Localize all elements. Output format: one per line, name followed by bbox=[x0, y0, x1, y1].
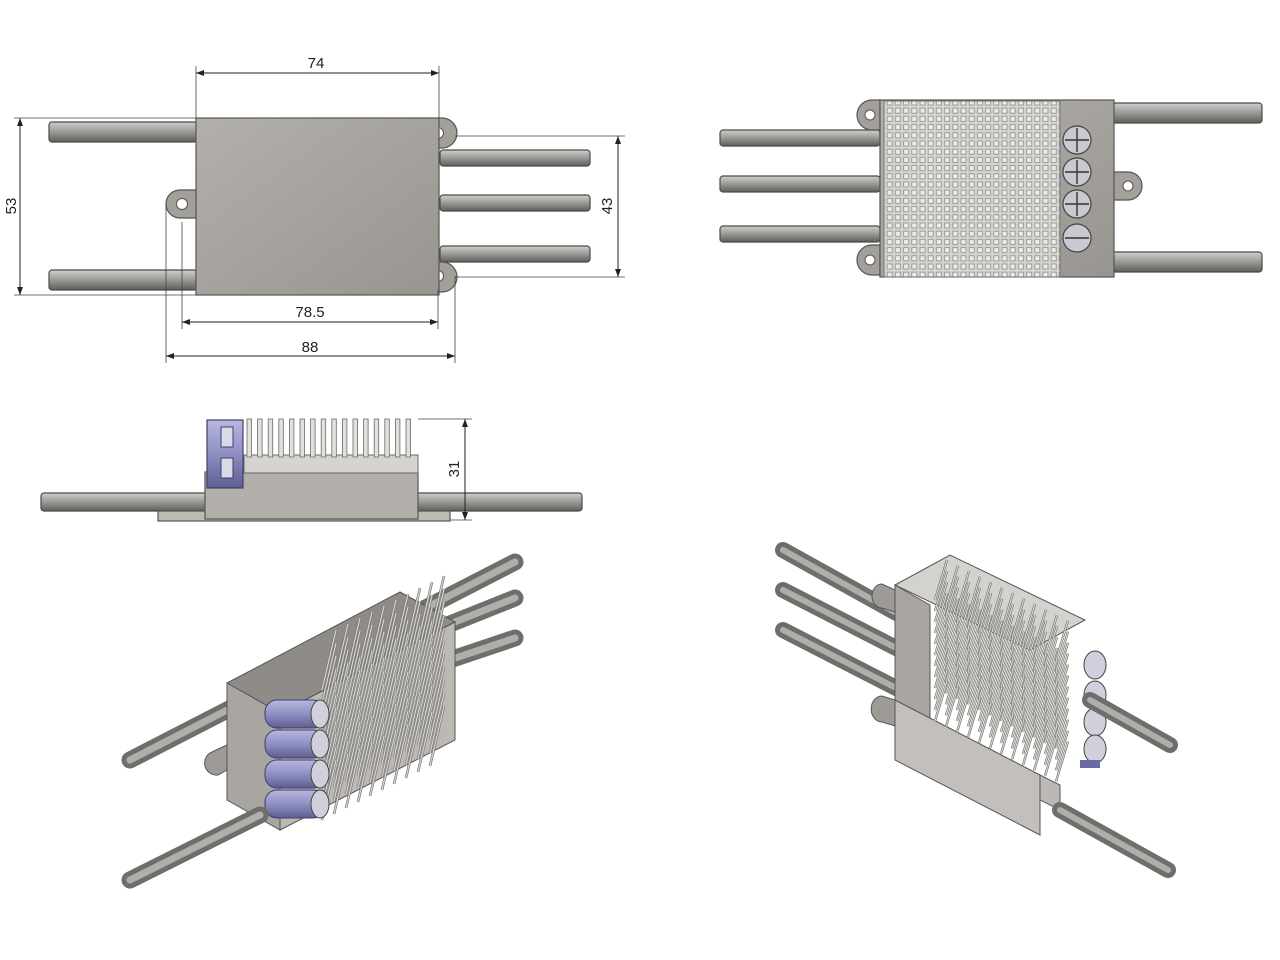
rod-hs-left-1 bbox=[719, 129, 881, 147]
dim-height-right: 43 bbox=[599, 198, 616, 215]
mount-hole-hs-upper bbox=[864, 109, 876, 121]
iso-a-heatsink-pins bbox=[320, 575, 446, 821]
rod-top-right-1 bbox=[439, 149, 591, 167]
dim-side-height: 31 bbox=[446, 461, 463, 478]
rod-hs-left-3 bbox=[719, 225, 881, 243]
rod-hs-right-lower bbox=[1099, 251, 1263, 273]
housing-top-view bbox=[195, 117, 440, 296]
isometric-view-front bbox=[121, 553, 524, 889]
iso-b-mount-tab-upper bbox=[871, 583, 896, 613]
rod-hs-left-2 bbox=[719, 175, 881, 193]
iso-a-capacitors bbox=[264, 699, 330, 819]
heatsink-view bbox=[719, 99, 1263, 278]
rod-top-right-2 bbox=[439, 194, 591, 212]
rod-top-right-3 bbox=[439, 245, 591, 263]
mount-tab-right-lower bbox=[437, 261, 458, 293]
mount-tab-right-upper bbox=[437, 117, 458, 149]
top-view: 74 53 43 78.5 88 bbox=[3, 55, 625, 363]
mount-hole-hs-lower bbox=[864, 254, 876, 266]
dim-overall-width: 88 bbox=[302, 339, 319, 356]
rod-top-left-upper bbox=[48, 121, 198, 143]
rod-top-left-lower bbox=[48, 269, 198, 291]
iso-b-mount-tab-lower bbox=[870, 695, 896, 727]
iso-b-housing-front-lower bbox=[894, 699, 1041, 836]
dim-height-left: 53 bbox=[3, 198, 20, 215]
iso-b-housing-left bbox=[894, 584, 931, 721]
side-heatsink-fins bbox=[243, 418, 419, 474]
rod-hs-right-upper bbox=[1099, 102, 1263, 124]
side-view: 31 bbox=[40, 418, 583, 522]
dim-inner-width: 78.5 bbox=[295, 304, 324, 321]
iso-b-heatsink-pins bbox=[933, 559, 1070, 782]
mount-hole-left bbox=[176, 198, 188, 210]
isometric-view-back bbox=[775, 542, 1178, 878]
heatsink-grid bbox=[883, 100, 1061, 278]
mount-hole-hs-right bbox=[1122, 180, 1134, 192]
iso-a-mount-tab bbox=[204, 744, 228, 776]
dim-top-width: 74 bbox=[308, 55, 325, 72]
